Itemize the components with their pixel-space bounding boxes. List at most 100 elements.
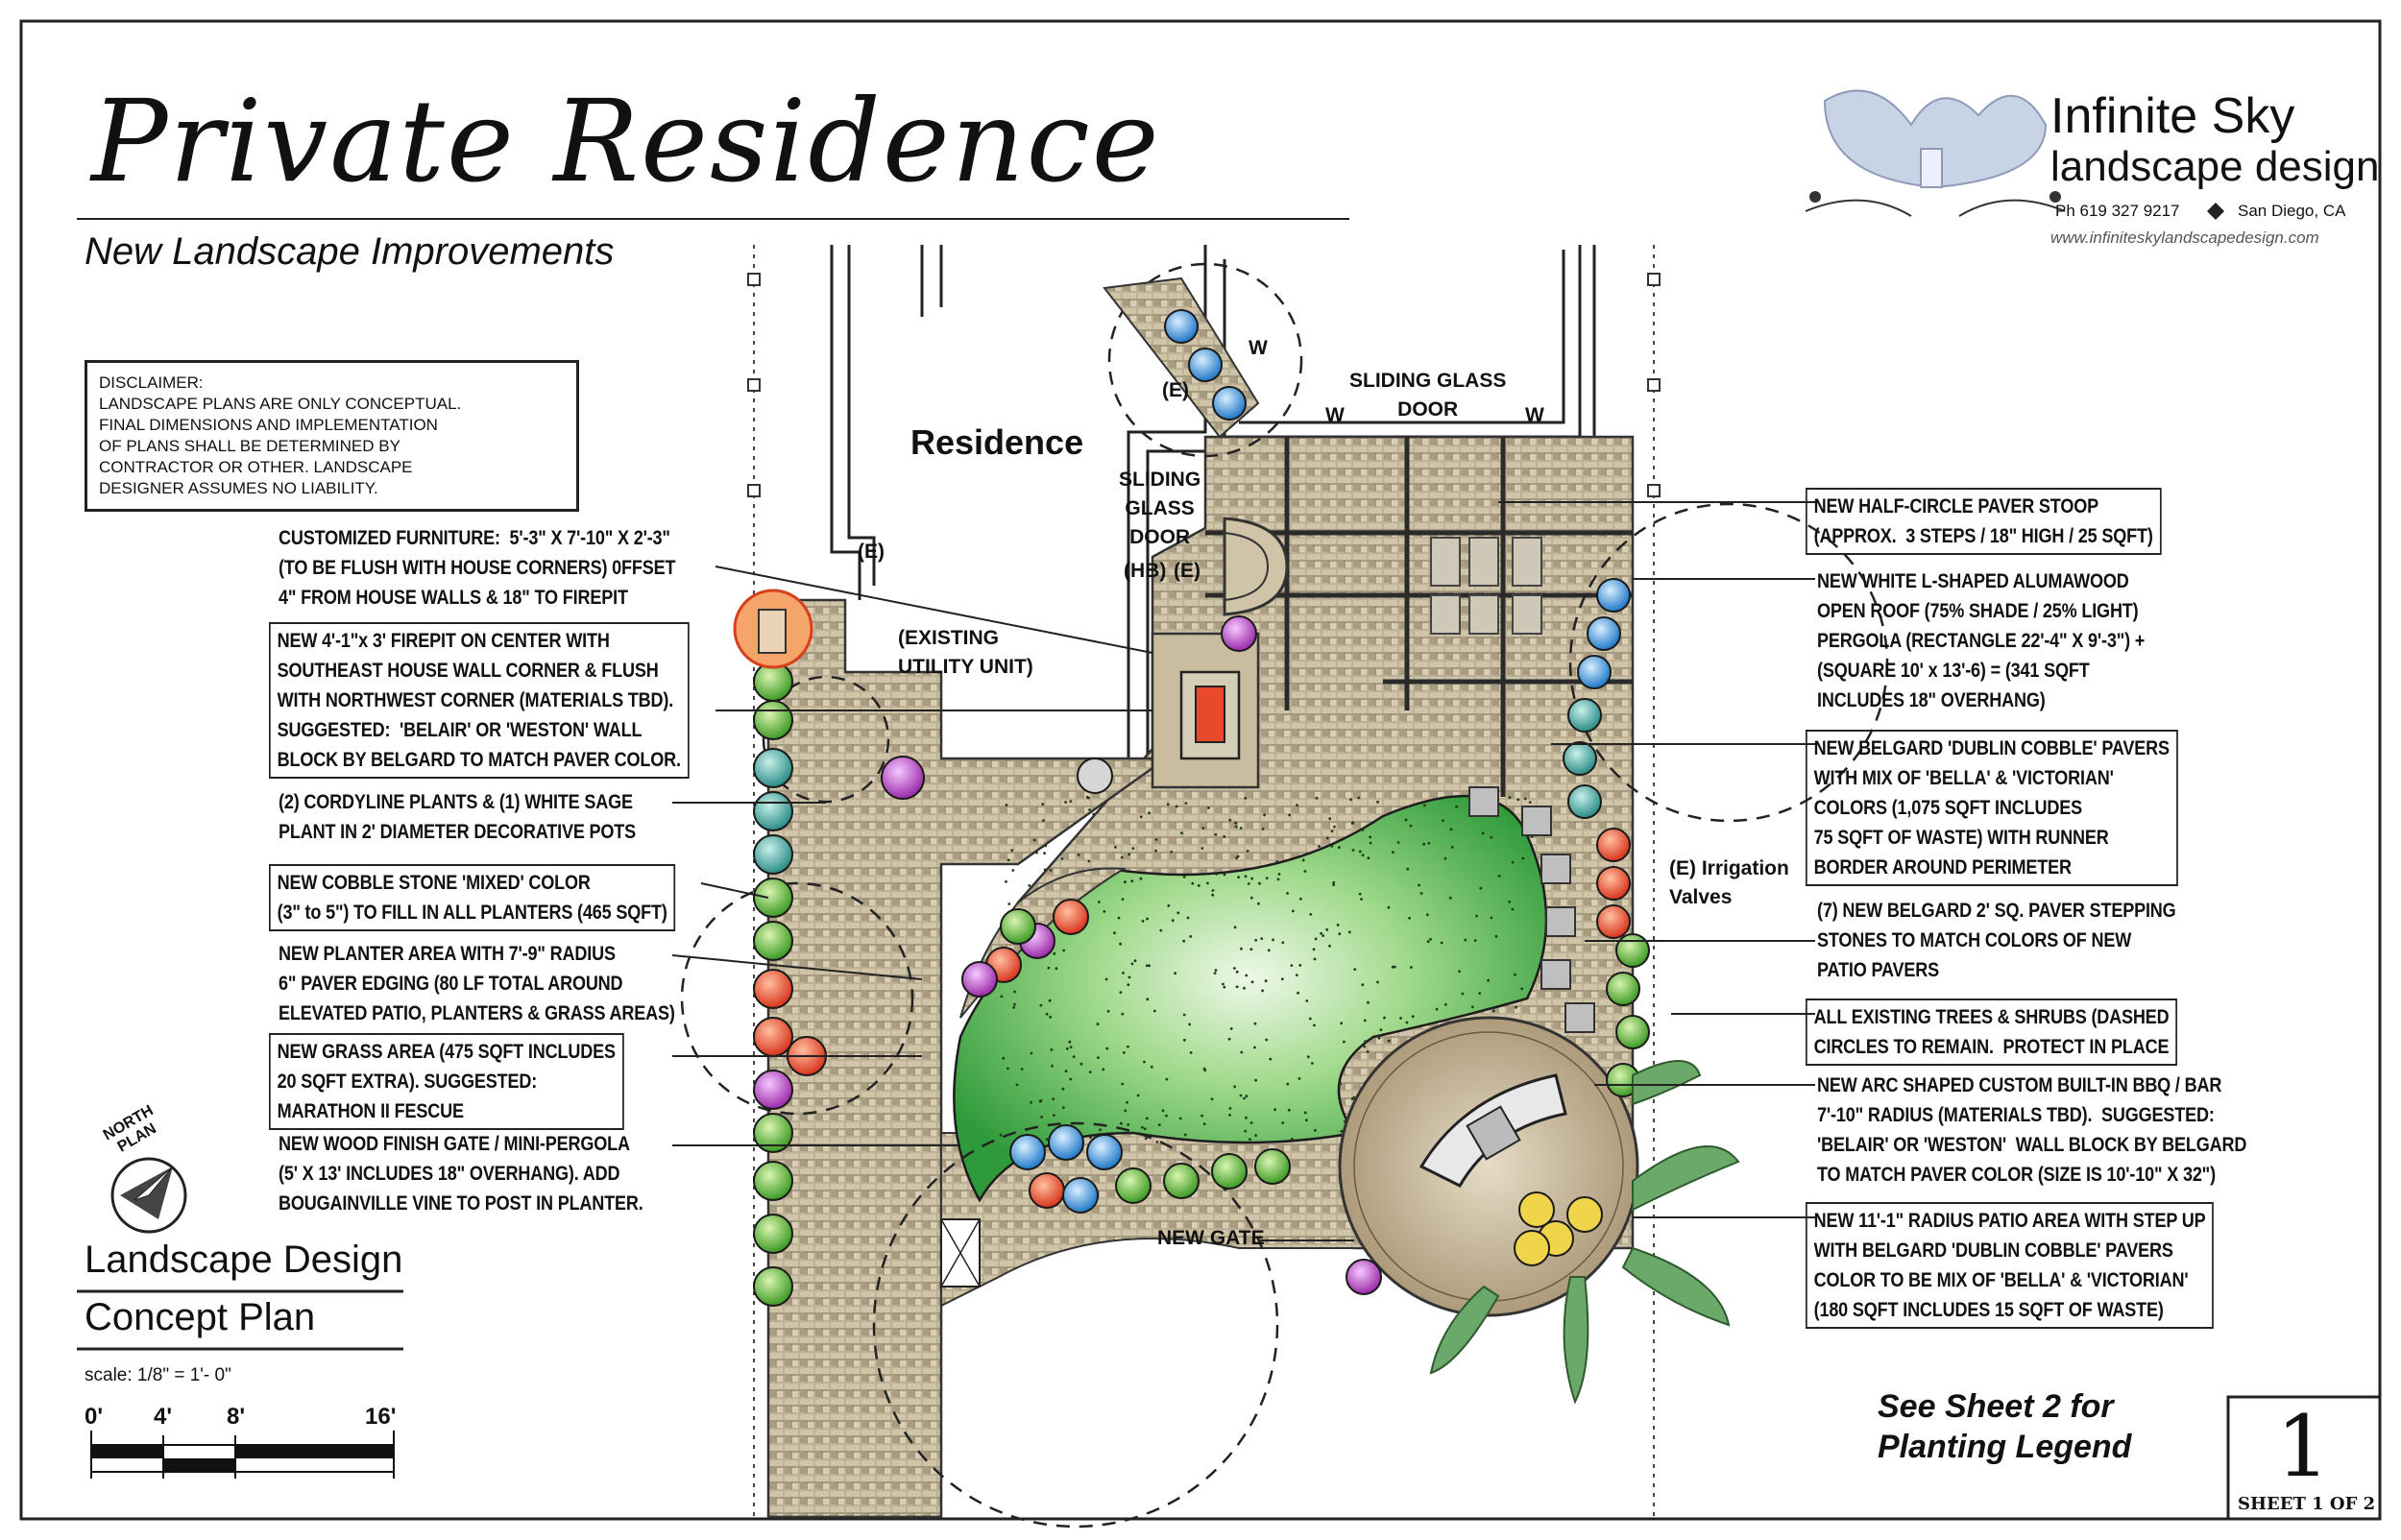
plant-symbol [1163, 1163, 1200, 1199]
scale-tick-16: 16' [365, 1404, 397, 1430]
grass-stipple [1338, 932, 1342, 936]
grass-stipple [1343, 1040, 1346, 1044]
grass-stipple [1165, 1077, 1169, 1081]
grass-stipple [1150, 1065, 1153, 1069]
grass-stipple [1443, 1002, 1447, 1006]
grass-stipple [1167, 903, 1171, 907]
plant-symbol [753, 969, 793, 1009]
grass-stipple [1257, 902, 1260, 905]
plant-symbol [753, 878, 793, 918]
grass-stipple [1214, 832, 1218, 836]
grass-stipple [1442, 819, 1444, 823]
grass-stipple [1311, 1062, 1314, 1065]
grass-stipple [1328, 944, 1331, 948]
grass-stipple [1455, 806, 1458, 808]
grass-stipple [1422, 842, 1426, 846]
grass-stipple [1297, 991, 1299, 995]
grass-stipple [1222, 982, 1225, 986]
note-pavers: NEW BELGARD 'DUBLIN COBBLE' PAVERS WITH … [1806, 730, 2178, 886]
grass-stipple [1013, 1002, 1016, 1006]
grass-stipple [1165, 1114, 1168, 1118]
grass-stipple [1119, 942, 1122, 946]
grass-stipple [1148, 964, 1151, 968]
grass-stipple [1139, 877, 1143, 880]
grass-stipple [1443, 856, 1447, 860]
grass-stipple [1182, 876, 1186, 878]
grass-stipple [1228, 818, 1232, 822]
grass-stipple [1263, 813, 1266, 817]
grass-stipple [1202, 1067, 1206, 1071]
grass-stipple [1229, 1027, 1233, 1030]
grass-stipple [1131, 847, 1135, 850]
grass-stipple [1358, 892, 1362, 896]
note-grass: NEW GRASS AREA (475 SQFT INCLUDES 20 SQF… [269, 1033, 624, 1130]
grass-stipple [1178, 1117, 1182, 1120]
grass-stipple [1038, 1099, 1042, 1103]
plant-symbol [1563, 741, 1597, 776]
grass-stipple [1015, 1083, 1019, 1087]
grass-stipple [1249, 1138, 1251, 1141]
grass-stipple [1188, 1023, 1192, 1026]
grass-stipple [1180, 831, 1183, 835]
grass-stipple [1139, 815, 1143, 819]
grass-stipple [1408, 916, 1411, 920]
grass-stipple [1426, 940, 1430, 944]
grass-stipple [1511, 860, 1515, 864]
grass-stipple [1235, 856, 1238, 859]
grass-stipple [1340, 1129, 1344, 1133]
grass-stipple [1313, 957, 1317, 961]
grass-stipple [1145, 964, 1149, 968]
plant-symbol [1514, 1230, 1550, 1266]
grass-stipple [1313, 1023, 1316, 1027]
grass-stipple [1072, 1055, 1076, 1058]
label-utility-unit: (EXISTING UTILITY UNIT) [898, 627, 1033, 678]
plant-symbol [1567, 698, 1602, 733]
grass-stipple [1043, 852, 1046, 855]
grass-stipple [1088, 808, 1091, 811]
grass-stipple [1250, 877, 1253, 880]
grass-stipple [1207, 806, 1210, 809]
plant-symbol [753, 834, 793, 875]
grass-stipple [1182, 939, 1186, 943]
grass-stipple [1318, 845, 1321, 848]
plant-symbol [1000, 908, 1036, 945]
grass-stipple [1419, 892, 1423, 895]
grass-stipple [1136, 1094, 1140, 1097]
grass-stipple [1286, 1082, 1290, 1086]
grass-stipple [1298, 1077, 1301, 1080]
grass-stipple [1087, 859, 1091, 863]
grass-stipple [1223, 873, 1226, 877]
grass-stipple [1260, 937, 1264, 940]
grass-stipple [1013, 990, 1016, 994]
grass-stipple [1106, 1009, 1110, 1013]
note-stoop: NEW HALF-CIRCLE PAVER STOOP (APPROX. 3 S… [1806, 488, 2162, 555]
grass-stipple [1479, 886, 1483, 890]
grass-stipple [1363, 1019, 1367, 1023]
grass-stipple [1043, 868, 1047, 872]
note-existing-trees: ALL EXISTING TREES & SHRUBS (DASHED CIRC… [1806, 999, 2178, 1066]
label-w-planter: W [1249, 337, 1268, 359]
grass-stipple [1528, 801, 1532, 804]
grass-stipple [1387, 905, 1391, 909]
grass-stipple [1200, 1114, 1203, 1118]
grass-stipple [1152, 1009, 1156, 1013]
label-sliding-door-side: SLIDING GLASS DOOR [1119, 469, 1201, 548]
grass-stipple [1449, 828, 1453, 831]
grass-stipple [1508, 796, 1512, 800]
note-stepping-stones: (7) NEW BELGARD 2' SQ. PAVER STEPPING ST… [1817, 900, 2176, 981]
grass-stipple [1127, 1045, 1129, 1048]
plant-symbol [1254, 1148, 1291, 1185]
grass-stipple [1314, 1128, 1317, 1132]
grass-stipple [1511, 907, 1515, 911]
note-gate: NEW WOOD FINISH GATE / MINI-PERGOLA (5' … [279, 1133, 643, 1215]
grass-stipple [1247, 882, 1250, 885]
grass-stipple [1422, 804, 1426, 807]
grass-stipple [1406, 867, 1410, 871]
grass-stipple [1045, 1012, 1049, 1016]
grass-stipple [1121, 1012, 1125, 1016]
grass-stipple [1233, 1085, 1237, 1089]
grass-stipple [1006, 858, 1010, 862]
grass-stipple [1155, 1141, 1159, 1143]
